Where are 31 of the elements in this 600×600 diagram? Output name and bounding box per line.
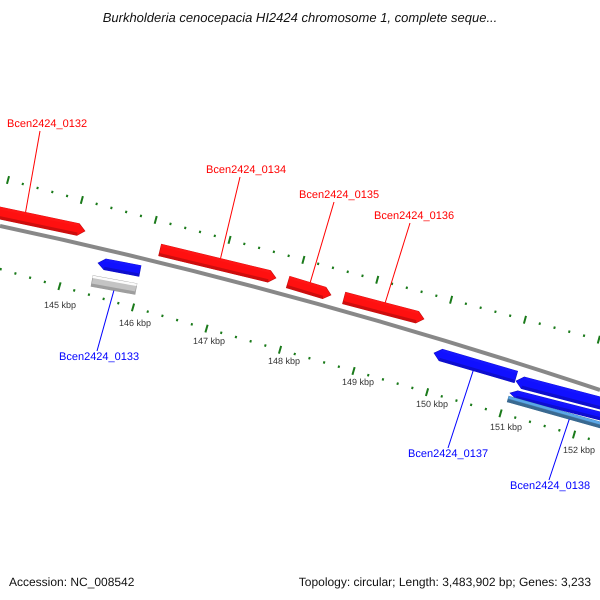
tick-label: 152 kbp (563, 445, 596, 455)
leader-line (25, 130, 40, 213)
tick-label: 148 kbp (268, 356, 300, 366)
tick-label: 149 kbp (342, 377, 374, 387)
gene-feature (98, 258, 142, 277)
tick-label: 146 kbp (119, 318, 152, 328)
leader-line (220, 176, 240, 259)
leader-line (310, 202, 334, 283)
gene-label: Bcen2424_0137 (408, 448, 488, 461)
gene-label: Bcen2424_0132 (7, 118, 88, 131)
leader-line (384, 222, 410, 304)
gene-feature (434, 348, 518, 384)
gene-label: Bcen2424_0136 (374, 210, 454, 223)
leader-line (548, 418, 570, 480)
title: Burkholderia cenocepacia HI2424 chromosome 1, complete seque... (102, 10, 498, 25)
gene-feature (0, 206, 86, 236)
gene-feature (342, 292, 424, 324)
summary-text: Topology: circular; Length: 3,483,902 bp; Genes: 3,233 (298, 575, 591, 589)
gene-label: Bcen2424_0138 (510, 480, 590, 493)
tick-label: 147 kbp (193, 336, 226, 346)
tick-label: 145 kbp (44, 300, 76, 310)
gene-feature (90, 275, 138, 295)
tick-label: 150 kbp (416, 399, 448, 409)
accession-text: Accession: NC_008542 (9, 575, 134, 589)
gene-label: Bcen2424_0135 (299, 189, 380, 202)
leader-line (448, 370, 474, 448)
tick-label: 151 kbp (490, 422, 522, 432)
gene-label: Bcen2424_0134 (206, 164, 286, 177)
gene-label: Bcen2424_0133 (59, 351, 140, 364)
gene-feature (286, 276, 332, 300)
gene-feature (158, 244, 276, 282)
